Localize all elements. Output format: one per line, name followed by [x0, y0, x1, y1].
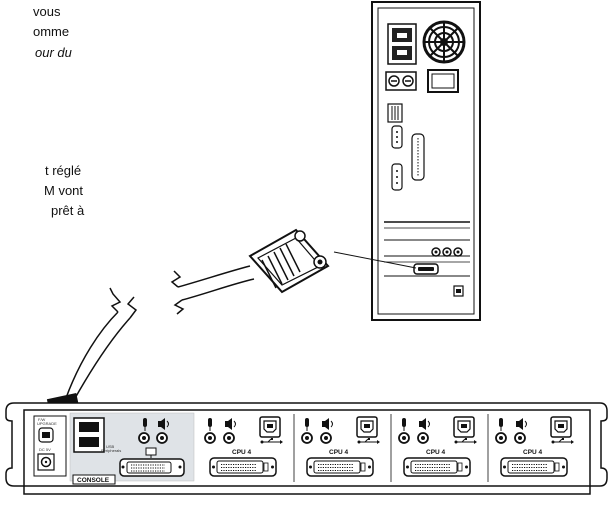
cpu-port-group: CPU 4: [293, 414, 380, 482]
text-fragment: vous: [33, 4, 61, 19]
cpu-port-label: CPU 4: [232, 449, 252, 456]
power-label: DC 5V: [39, 447, 51, 452]
microphone-icon: [208, 418, 212, 431]
monitor-icon: [145, 447, 157, 458]
speaker-icon: [516, 418, 527, 430]
usb-icon: [454, 438, 477, 444]
speaker-icon: [225, 418, 236, 430]
usb-icon: [357, 438, 380, 444]
cpu-port-group: CPU 4: [487, 414, 574, 482]
speaker-icon: [419, 418, 430, 430]
text-fragment: prêt à: [51, 203, 85, 218]
usb-icon: [551, 438, 574, 444]
cpu-port-group: CPU 4: [390, 414, 477, 482]
usb-peripherals-label: USB: [106, 444, 115, 449]
fan-icon: [422, 20, 466, 64]
cpu-port-label: CPU 4: [329, 449, 349, 456]
usb-port[interactable]: [79, 437, 99, 447]
microphone-icon: [305, 418, 309, 431]
microphone-icon: [499, 418, 503, 431]
kvm-switch: F/W UPGRADE DC 5V USB Peripherals: [5, 402, 608, 495]
usb-icon: [260, 438, 283, 444]
cpu-port-group: CPU 4: [204, 416, 283, 477]
console-label: CONSOLE: [77, 477, 110, 484]
speaker-icon: [322, 418, 333, 430]
console-dvi-port[interactable]: [119, 458, 185, 477]
microphone-icon: [402, 418, 406, 431]
vga-cable: [170, 228, 417, 315]
console-cable: [46, 287, 138, 413]
text-fragment: our du: [35, 45, 72, 60]
computer-tower: [371, 1, 481, 321]
text-fragment: omme: [33, 24, 70, 39]
usb-port[interactable]: [79, 422, 99, 432]
firmware-label: F/W: [38, 417, 46, 422]
speaker-icon: [158, 418, 169, 430]
text-fragment: t réglé: [45, 163, 82, 178]
usb-peripherals-label: Peripherals: [101, 448, 121, 453]
text-fragment: M vont: [44, 183, 84, 198]
cpu-port-label: CPU 4: [523, 449, 543, 456]
power-socket-icon: [387, 23, 417, 65]
cpu-port-label: CPU 4: [426, 449, 446, 456]
firmware-label: UPGRADE: [37, 421, 57, 426]
microphone-icon: [143, 418, 147, 431]
